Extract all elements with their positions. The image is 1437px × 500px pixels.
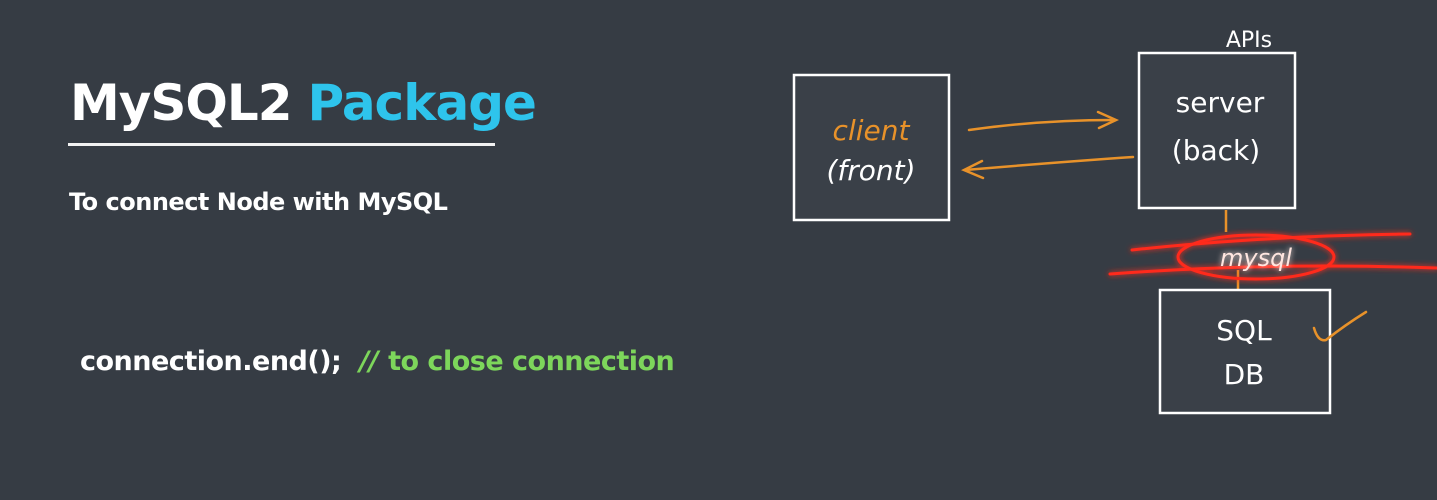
apis-label: APIs — [1226, 28, 1272, 53]
code-line: connection.end(); // to close connection — [80, 346, 675, 377]
response-arrow — [961, 155, 1135, 180]
mysql-highlight — [1108, 232, 1437, 281]
server-db-connector — [1224, 210, 1240, 290]
comment-text: to close connection — [388, 346, 675, 377]
db-label: DB — [1224, 358, 1265, 391]
server-box: APIs server (back) — [1137, 28, 1297, 210]
check-mark-icon — [1312, 310, 1368, 342]
back-label: (back) — [1172, 134, 1260, 167]
sql-label: SQL — [1216, 314, 1272, 347]
client-label: client — [833, 114, 911, 147]
mysql-label: mysql — [1220, 244, 1292, 272]
comment-marker: // — [359, 346, 379, 377]
code-statement: connection.end(); — [80, 346, 342, 377]
title-underline — [68, 143, 495, 146]
slide-subtitle: To connect Node with MySQL — [69, 188, 448, 216]
front-label: (front) — [826, 154, 915, 187]
code-comment: // to close connection — [359, 346, 674, 377]
db-box: SQL DB — [1158, 288, 1332, 415]
request-arrow — [967, 110, 1120, 132]
server-label: server — [1176, 86, 1265, 119]
title-word-mysql2: MySQL2 — [70, 74, 293, 132]
title-word-package: Package — [307, 74, 537, 132]
client-box: client (front) — [792, 73, 951, 222]
